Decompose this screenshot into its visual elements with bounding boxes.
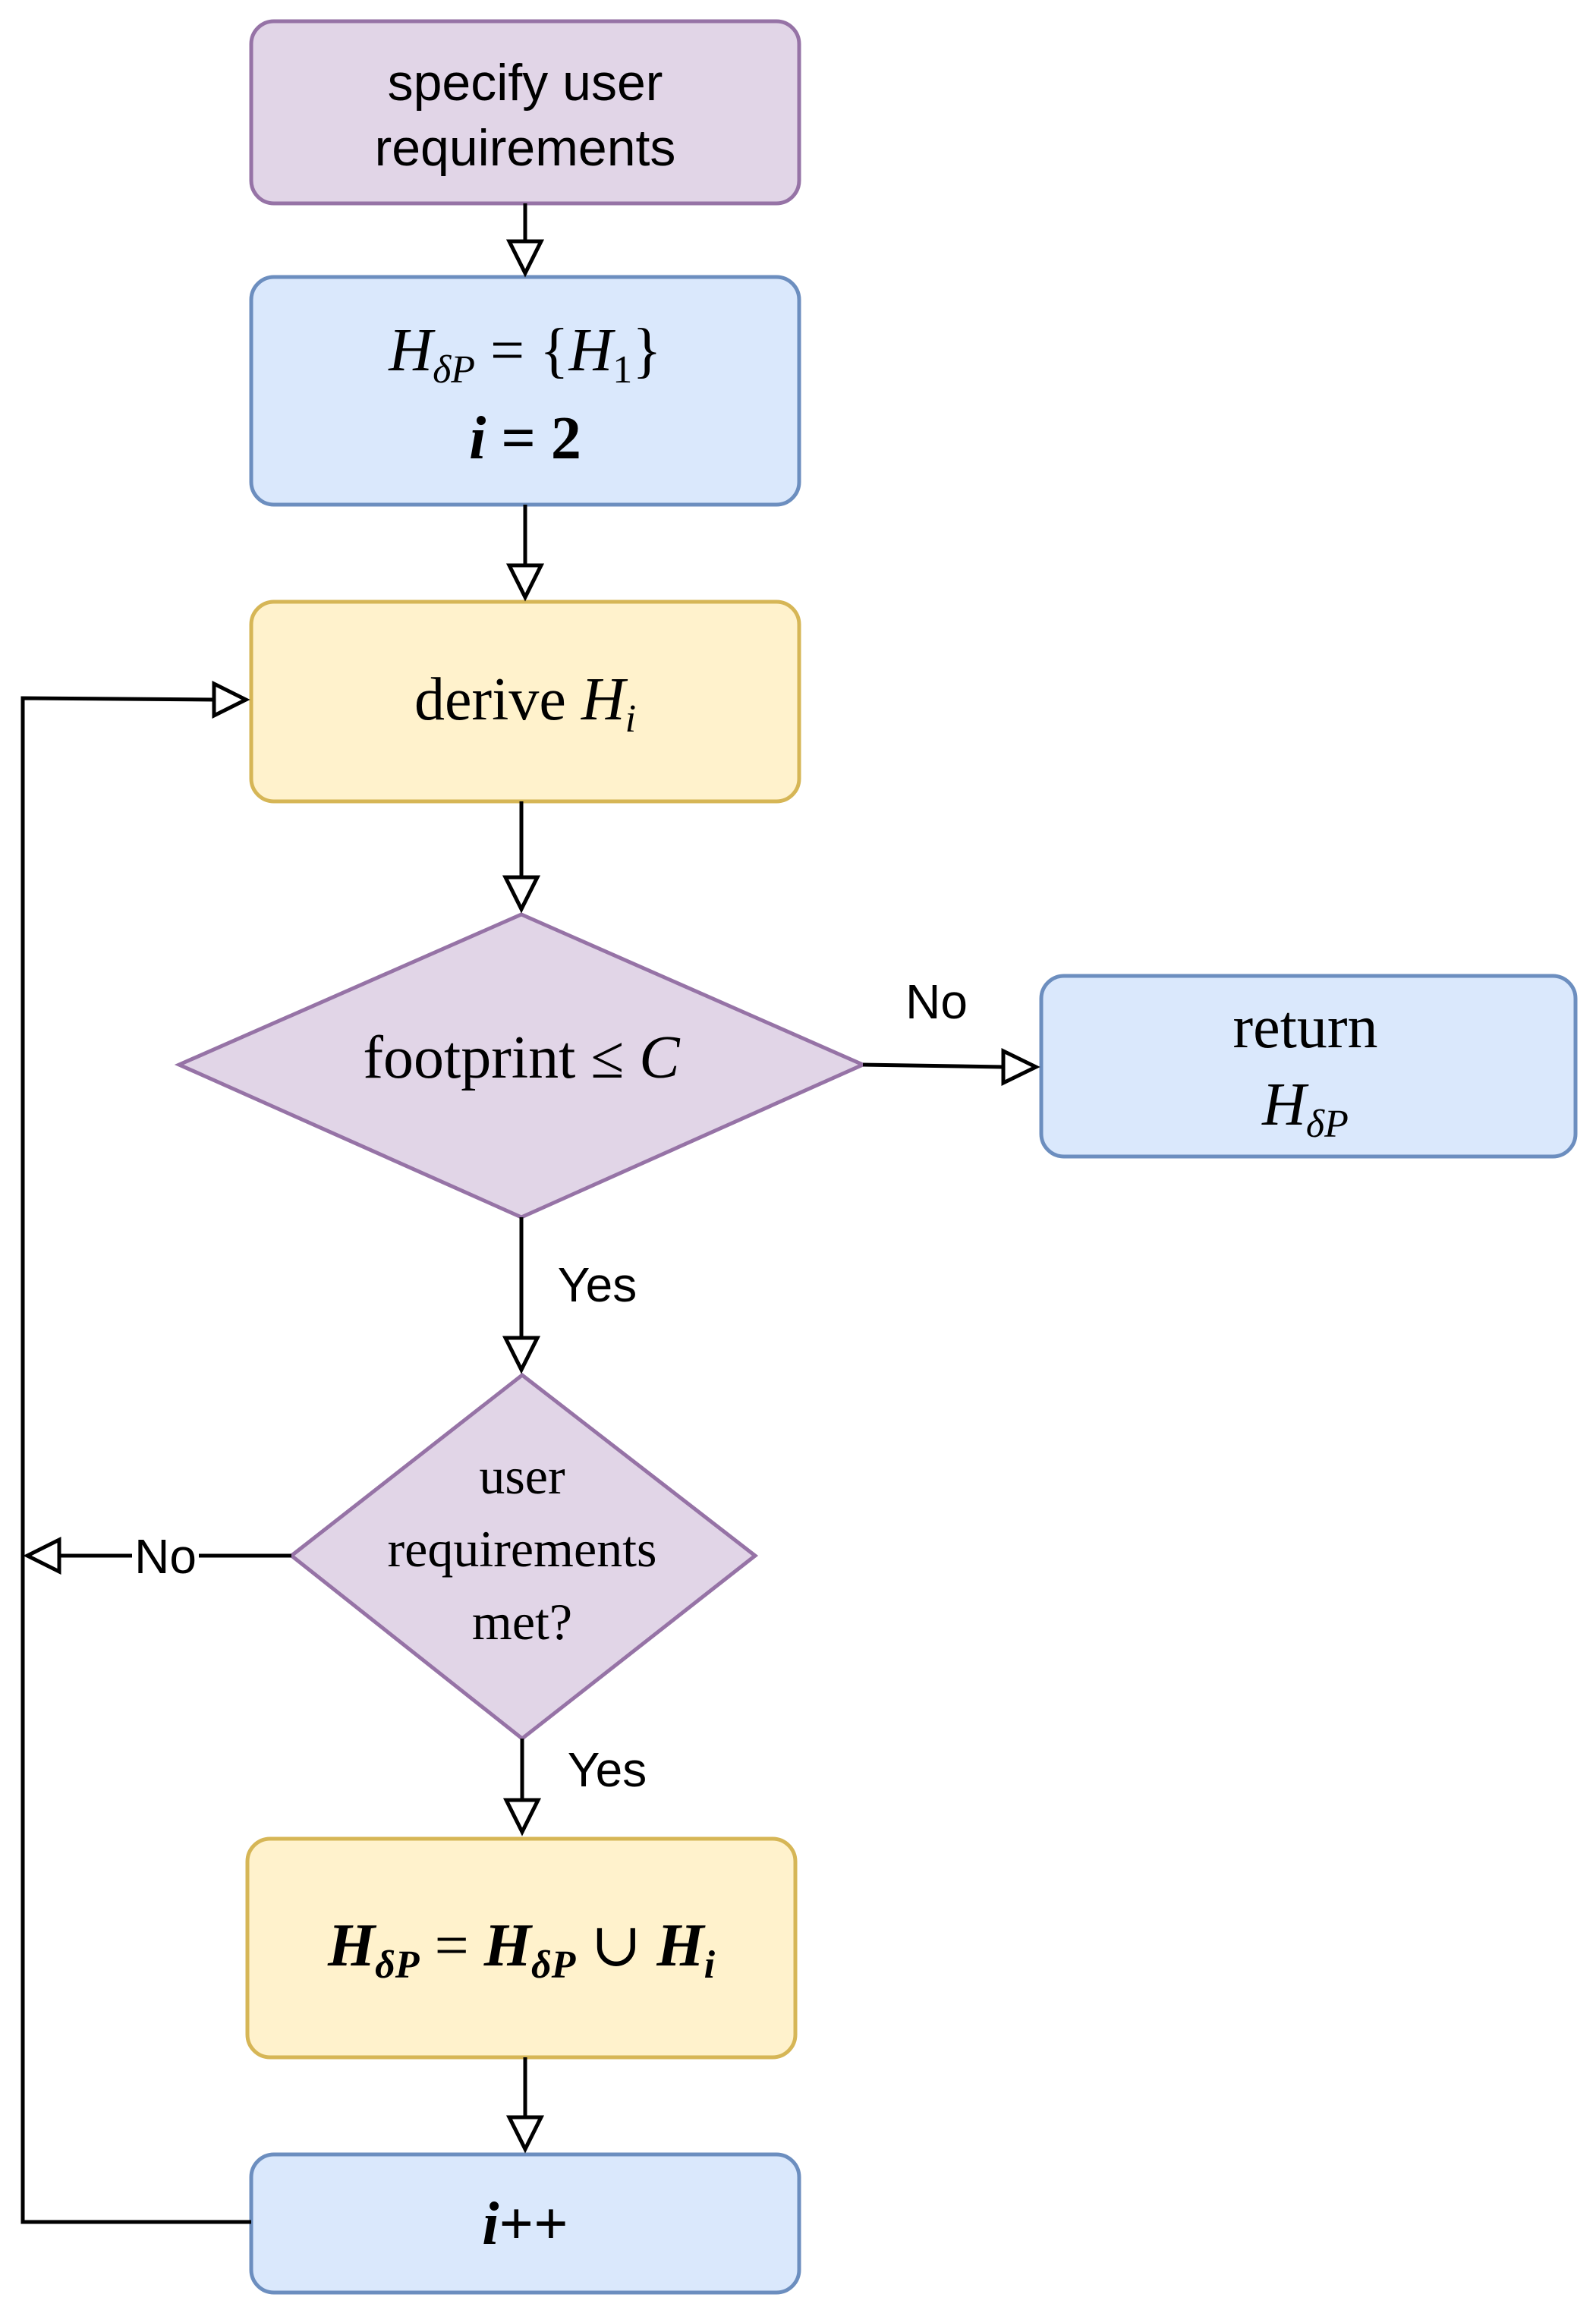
edge-requirements-yes-to-union: Yes	[502, 1739, 647, 1836]
edge-union-to-increment	[505, 2057, 545, 2154]
arrowhead-down	[502, 1336, 541, 1374]
start-line-2: requirements	[375, 119, 676, 177]
arrowhead-down	[505, 2115, 545, 2154]
decision-footprint: footprint ≤ C	[174, 912, 868, 1220]
arrowhead-right	[212, 680, 250, 719]
init-formula: HδP = {H1}	[388, 317, 661, 392]
edge-footprint-no-to-return: No	[862, 974, 1040, 1087]
arrowhead-down	[502, 875, 541, 914]
edge-derive-to-footprint	[502, 801, 541, 914]
node-specify-user-requirements: specify user requirements	[249, 19, 801, 206]
node-union: HδP = HδP ∪ Hi	[245, 1836, 798, 2060]
edge-init-to-derive	[505, 505, 545, 602]
requirements-line-2: requirements	[388, 1520, 657, 1578]
edge-increment-loop-to-derive	[20, 680, 251, 2224]
edge-footprint-yes-to-requirements: Yes	[502, 1217, 637, 1374]
node-return: return HδP	[1039, 974, 1578, 1159]
return-value: HδP	[1261, 1072, 1349, 1146]
return-label: return	[1232, 994, 1377, 1061]
union-formula: HδP = HδP ∪ Hi	[327, 1912, 716, 1987]
edge-label-requirements-yes: Yes	[568, 1742, 647, 1797]
arrowhead-down	[505, 239, 545, 278]
edge-label-requirements-no: No	[134, 1529, 197, 1584]
node-initialize: HδP = {H1} i = 2	[249, 275, 801, 507]
node-increment: i++	[249, 2152, 801, 2295]
derive-label: derive Hi	[414, 666, 636, 741]
arrowhead-down	[502, 1798, 542, 1836]
node-derive: derive Hi	[249, 600, 801, 804]
arrowhead-down	[505, 563, 545, 602]
decision-user-requirements-met: user requirements met?	[288, 1372, 759, 1742]
init-counter: i = 2	[469, 405, 581, 472]
edge-label-footprint-no: No	[905, 974, 968, 1029]
edge-requirements-no-to-loop: No	[23, 1529, 291, 1584]
arrowhead-right	[1001, 1047, 1040, 1087]
start-line-1: specify user	[388, 54, 663, 112]
edge-start-to-init	[505, 203, 545, 278]
arrowhead-left	[23, 1536, 61, 1575]
requirements-line-1: user	[479, 1447, 565, 1505]
edge-label-footprint-yes: Yes	[558, 1257, 637, 1312]
increment-label: i++	[482, 2191, 568, 2258]
footprint-label: footprint ≤ C	[363, 1024, 681, 1091]
requirements-line-3: met?	[472, 1593, 572, 1651]
